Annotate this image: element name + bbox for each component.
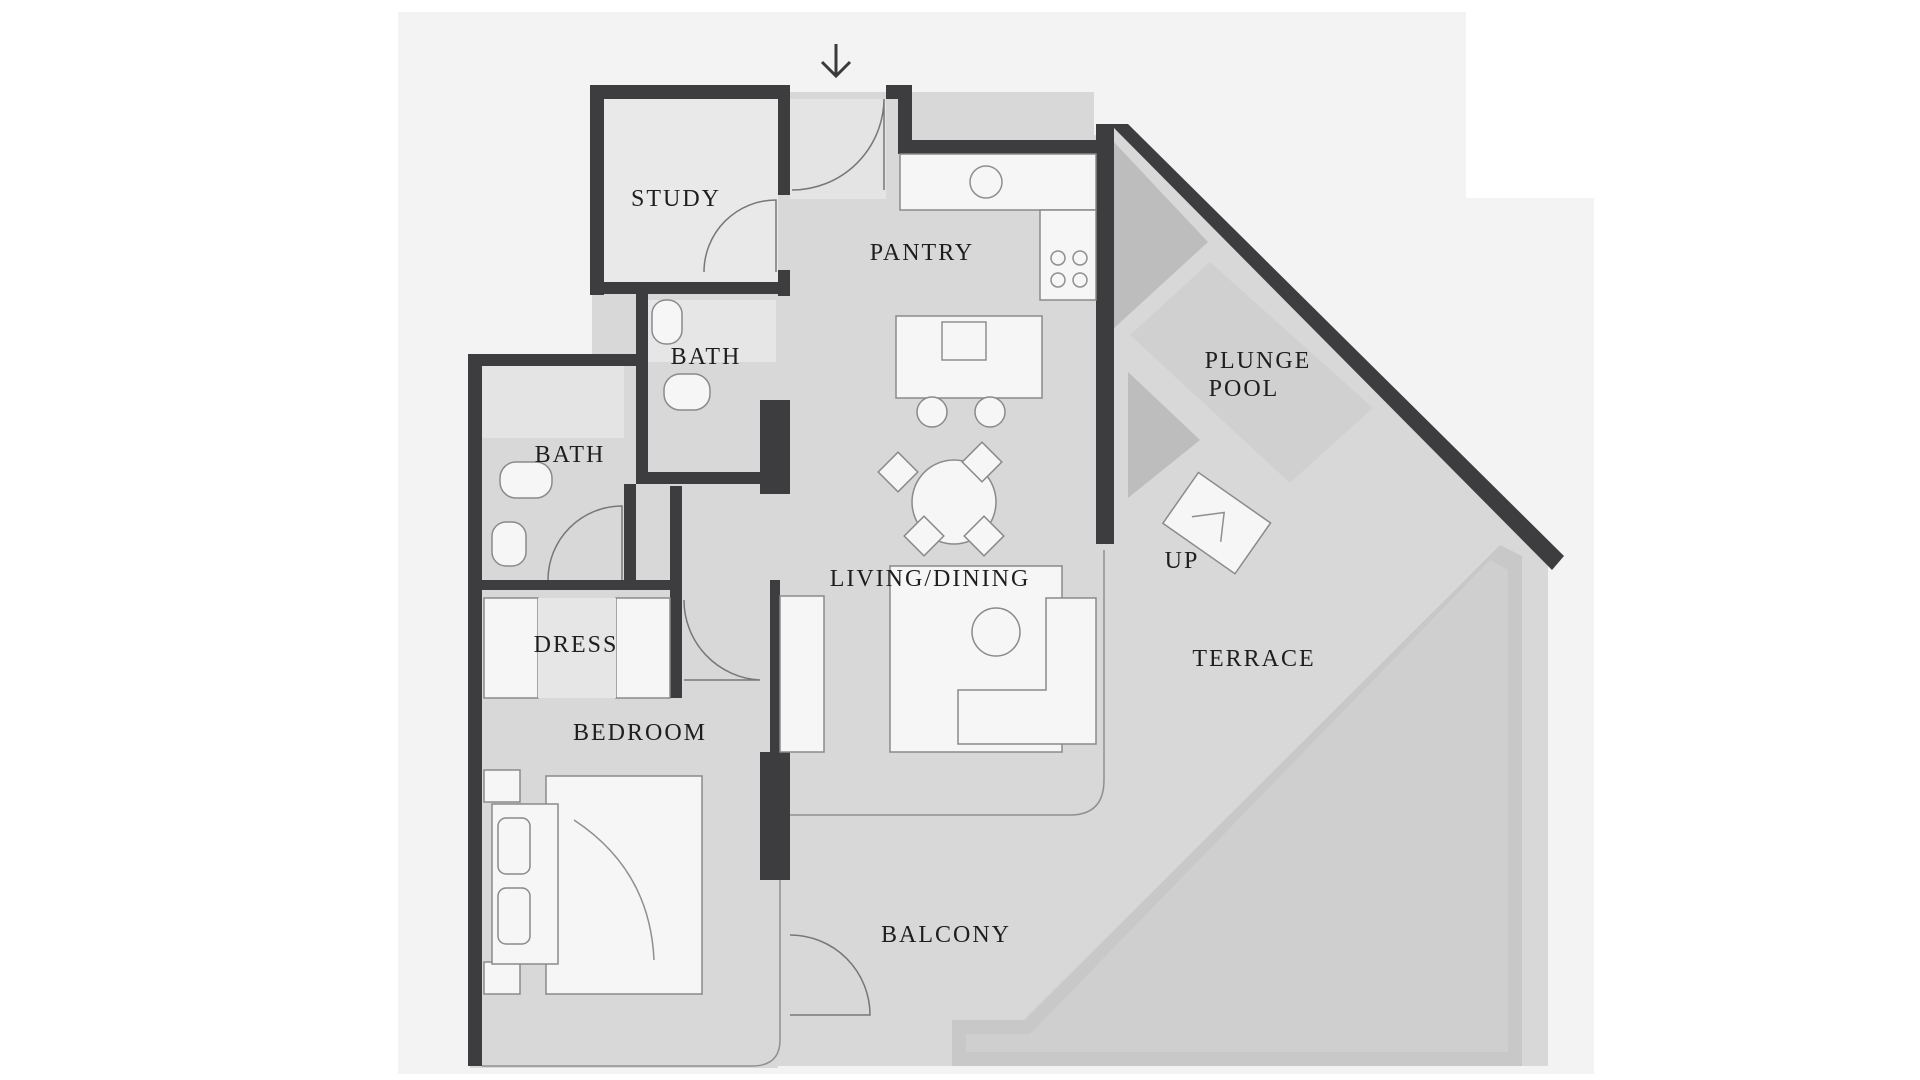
basin-upper [651,299,683,345]
stool-left [916,396,948,428]
label-living-dining: LIVING/DINING [830,566,1031,592]
door-balcony [789,934,871,1016]
tv-unit [779,595,825,753]
chair-3 [903,515,945,557]
glazing [790,550,1105,816]
counter-right [1039,209,1097,301]
wall-pantry-top [898,140,1098,154]
door-bath2 [547,505,623,581]
label-balcony: BALCONY [881,922,1011,948]
wall-bedroom-top [468,354,636,366]
pool-triangle-top [1112,140,1208,330]
basin-lower [491,521,527,567]
stairs-arrow-icon [1191,511,1226,542]
walls [468,85,1564,1066]
wall-study-left [590,85,604,295]
label-study: STUDY [631,186,721,212]
bed-frame [545,775,703,995]
label-plunge: PLUNGE [1205,348,1312,374]
kitchen [895,153,1097,428]
bedside-bottom [483,961,521,995]
chair-2 [961,441,1003,483]
stool-right [974,396,1006,428]
coffee-table [971,607,1021,657]
label-bath-lower: BATH [535,442,606,468]
door-entrance [791,98,885,191]
pool-triangle-bottom [1128,372,1200,498]
wall-bath-left [636,294,648,480]
wall-right-vertical [1096,124,1114,544]
wall-diagonal [1110,124,1564,570]
plunge-pool-water [1130,262,1373,483]
column-lower [760,752,790,880]
label-dress: DRESS [534,632,619,658]
label-terrace: TERRACE [1192,646,1315,672]
wall-dress-right [670,588,682,698]
wall-study-right [778,99,790,195]
bath-fixtures [482,299,776,567]
closet-left [483,597,539,699]
bedside-top [483,769,521,803]
terrace-edge-inner [966,560,1508,1052]
pillow-bottom [497,887,531,945]
dress-closets [483,597,671,699]
shower-lower [482,366,624,438]
sink-top-icon [969,165,1003,199]
glazing-bedroom [482,880,781,1067]
label-bedroom: BEDROOM [573,720,707,746]
bed [483,769,703,995]
entrance-floor [790,99,886,199]
room-labels: STUDY PANTRY BATH BATH PLUNGE POOL UP LI… [534,186,1315,948]
doors [547,98,885,1016]
stairs-up [1161,471,1272,575]
wall-top-left [590,85,790,99]
dress-floor [538,598,616,698]
door-study [703,199,777,273]
wall-dress-top [482,580,642,588]
living-set [779,565,1097,753]
kitchen-island [895,315,1043,399]
label-pantry: PANTRY [870,240,974,266]
wall-bath-bottom [636,472,762,484]
arrow-down-icon [820,44,852,79]
pillow-top [497,817,531,875]
label-bath-upper: BATH [671,344,742,370]
wall-closet-right [670,486,682,586]
study-floor [604,99,778,282]
duvet-fold [573,819,655,961]
label-pool: POOL [1209,376,1280,402]
toilet-lower [499,461,553,499]
column-upper [760,400,790,494]
counter-top [899,153,1097,211]
wall-bedroom-left [468,354,482,1066]
cooktop-icon [1050,250,1088,288]
island-sink-icon [941,321,987,361]
chair-1 [877,451,919,493]
label-up: UP [1165,548,1200,574]
wall-bedroom-sep [770,580,780,760]
sofa [957,597,1097,745]
wall-study-right-low [778,270,790,296]
dining-table [911,459,997,545]
wall-study-bottom [590,282,790,294]
wall-bath2-right [624,484,636,586]
wall-pantry-stub [898,85,912,147]
chair-4 [963,515,1005,557]
toilet-upper [663,373,711,411]
closet-right [615,597,671,699]
dining-set [877,441,1005,557]
door-bedroom [683,599,761,681]
